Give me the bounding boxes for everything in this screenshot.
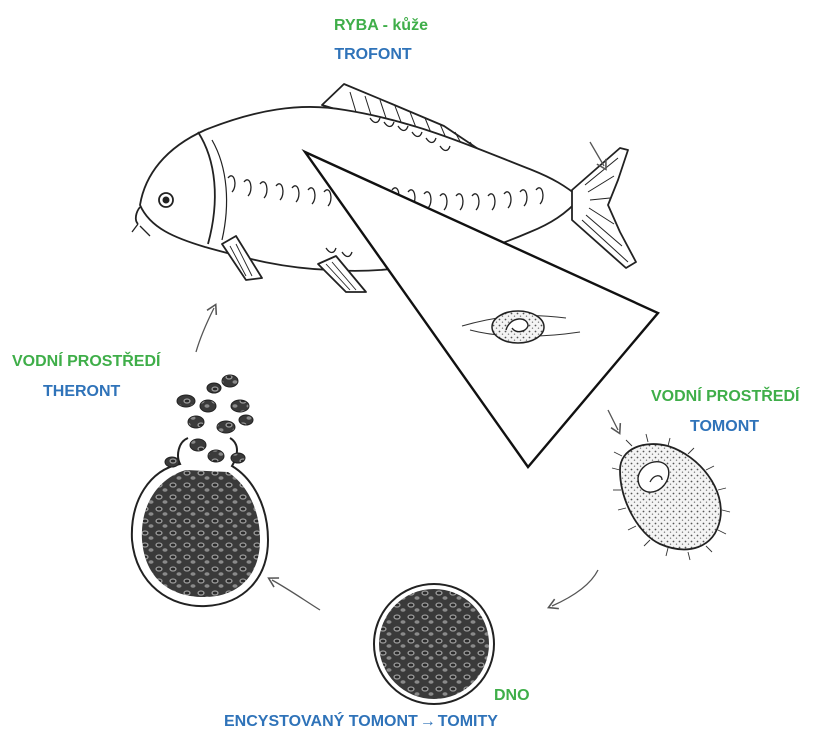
arrow-to-tomont-icon bbox=[608, 410, 618, 430]
tomont-icon bbox=[612, 434, 730, 560]
arrow-theront-to-fish-icon bbox=[196, 308, 214, 352]
host-stage-label: TROFONT bbox=[334, 45, 411, 65]
bursting-cyst-icon bbox=[132, 375, 268, 606]
host-location-label: RYBA - kůže bbox=[334, 16, 428, 36]
arrow-fish-to-tomont-icon bbox=[590, 142, 604, 166]
water-right-stage-label: TOMONT bbox=[690, 417, 759, 437]
arrow-tomont-to-cyst-icon bbox=[552, 570, 598, 606]
arrow-cyst-to-burst-icon bbox=[272, 580, 320, 610]
arrow-right-icon: → bbox=[420, 712, 436, 732]
encysted-tomont-icon bbox=[374, 584, 494, 704]
water-left-stage-label: THERONT bbox=[43, 382, 120, 402]
encysted-tomont-text: ENCYSTOVANÝ TOMONT bbox=[224, 713, 418, 730]
bottom-location-label: DNO bbox=[494, 686, 530, 706]
water-right-location-label: VODNÍ PROSTŘEDÍ bbox=[651, 387, 799, 407]
tomites-text: TOMITY bbox=[438, 713, 498, 730]
water-left-location-label: VODNÍ PROSTŘEDÍ bbox=[12, 352, 160, 372]
bottom-stage-label: ENCYSTOVANÝ TOMONT→TOMITY bbox=[224, 712, 498, 732]
